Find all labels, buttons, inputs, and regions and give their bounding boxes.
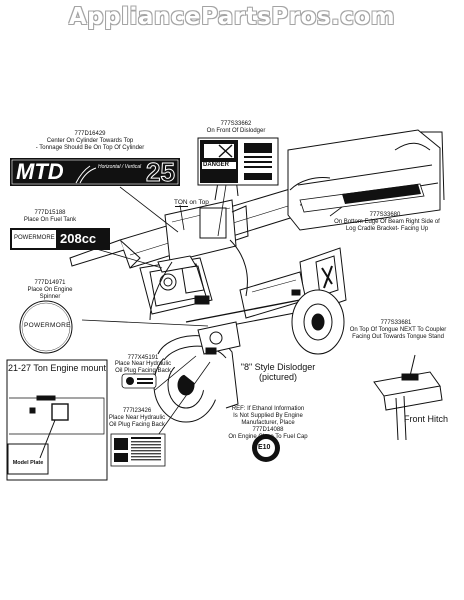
label-oilplug1-part: 777X45191 xyxy=(127,355,159,361)
label-style-dislodger: "8" Style Dislodger (pictured) xyxy=(240,362,316,382)
front-hitch-inset xyxy=(373,354,443,441)
ethanol-badge xyxy=(252,434,280,462)
label-oilplug1-desc: Place Near Hydraulic Oil Plug Facing Bac… xyxy=(114,361,172,374)
label-dislodger-desc: On Front Of Dislodger xyxy=(206,128,266,134)
label-beam-desc: On Bottom Edge Of Beam Right Side of Log… xyxy=(334,219,440,232)
label-oilplug2-desc: Place Near Hydraulic Oil Plug Facing Bac… xyxy=(108,415,166,428)
engine-mount-inset xyxy=(6,359,108,481)
mtd-number-text: 25 xyxy=(146,157,176,187)
ethanol-max-text: E10 xyxy=(258,444,271,451)
label-ethanol-note: REF: If Ethanol Information Is Not Suppl… xyxy=(228,406,308,440)
decal-engine-spinner xyxy=(19,300,73,354)
label-ton-on-top: TON on Top xyxy=(174,199,209,206)
mtd-brand-text: MTD xyxy=(16,159,64,184)
decal-dislodger-warning xyxy=(197,137,279,186)
label-mtd-part: 777D16429 xyxy=(74,131,106,137)
ton-underline xyxy=(175,206,188,207)
label-oilplug2-part: 777I23426 xyxy=(122,408,152,414)
label-dislodger-part: 777S33662 xyxy=(220,121,252,127)
decal-beam-strip xyxy=(299,183,425,213)
watermark: AppliancePartsPros.com xyxy=(68,4,396,30)
powermore-small-text: POWERMORE xyxy=(14,235,55,241)
decal-mtd-25 xyxy=(10,158,180,186)
decal-oil-plug-1 xyxy=(121,373,157,389)
powermore-round-text: POWERMORE xyxy=(24,322,71,329)
decal-fuel-tank xyxy=(10,228,110,250)
powermore-cc-text: 208cc xyxy=(60,231,97,246)
label-front-hitch: Front Hitch xyxy=(404,414,449,424)
decal-oil-plug-2 xyxy=(110,433,166,467)
label-fueltank-part: 777D15188 xyxy=(34,210,66,216)
label-engine-mount: 21-27 Ton Engine mount xyxy=(8,363,106,373)
danger-text: DANGER xyxy=(203,162,230,168)
label-mtd-desc: Center On Cylinder Towards Top - Tonnage… xyxy=(35,138,145,151)
label-model-plate: Model Plate xyxy=(12,460,44,466)
label-spinner-desc: Place On Engine Spinner xyxy=(27,287,73,300)
label-fueltank-desc: Place On Fuel Tank xyxy=(23,217,77,223)
label-beam-part: 777S33680 xyxy=(369,212,401,218)
label-spinner-part: 777D14971 xyxy=(34,280,66,286)
label-tongue-part: 777S33681 xyxy=(380,320,412,326)
label-tongue-desc: On Top Of Tongue NEXT To Coupler Facing … xyxy=(349,327,447,340)
mtd-small-text: Horizontal / Vertical xyxy=(98,164,142,170)
